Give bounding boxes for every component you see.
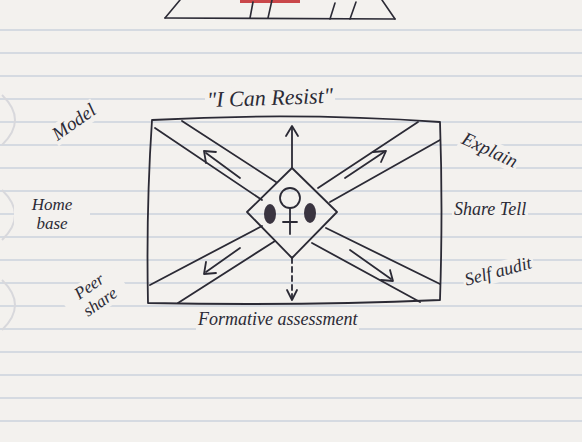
annotation-label: Self audit [461,253,536,291]
figure-blobs [264,203,316,224]
red-mark [240,0,300,3]
flag-drawing [148,116,442,304]
annotation-label: Explain [457,128,523,174]
paper-ruling [0,30,582,421]
annotation-label: Peer share [59,262,131,328]
annotation-label: Home base [14,196,90,233]
annotation-label: Share Tell [452,200,528,220]
heading: "I Can Resist" [205,84,336,113]
annotation-label: Formative assessment [196,310,359,330]
top-fragment [165,0,395,19]
